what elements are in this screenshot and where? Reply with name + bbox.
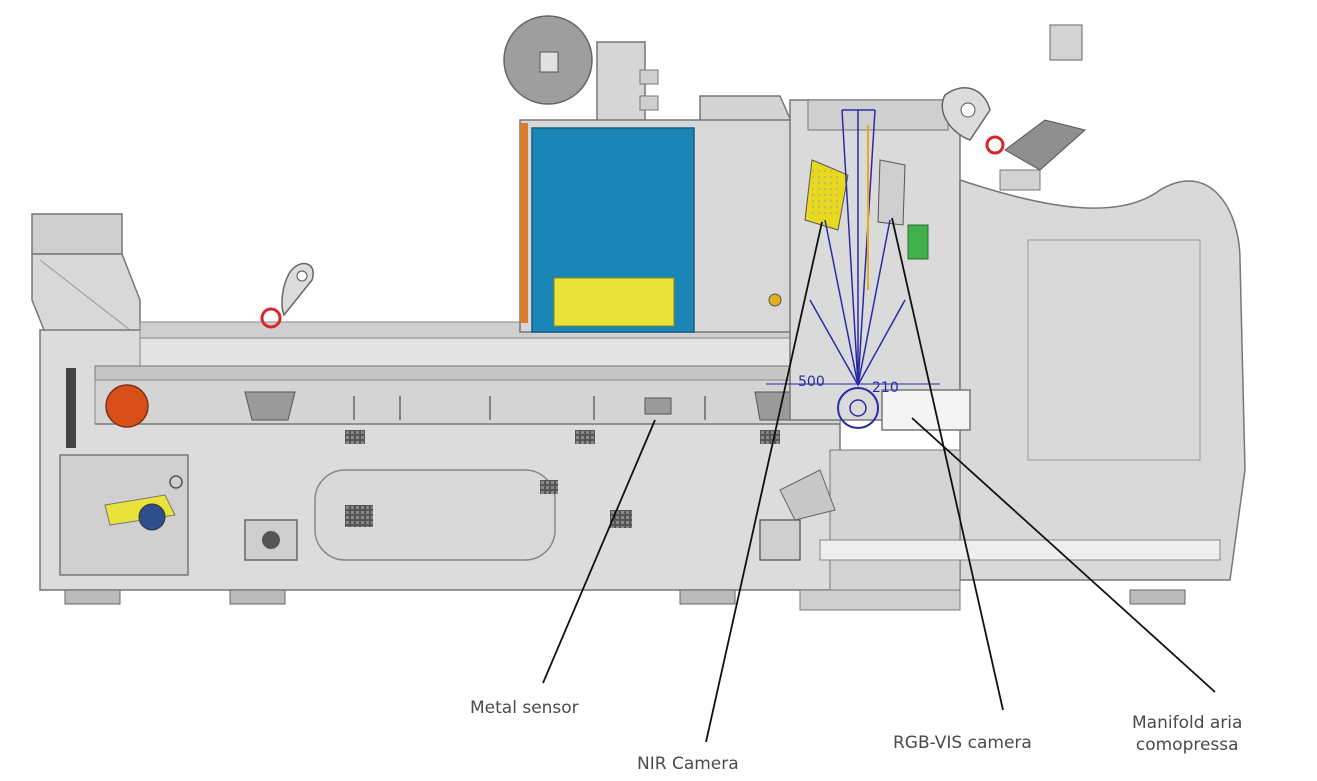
- dimension-500: 500: [798, 374, 825, 390]
- leader-metal-sensor: [542, 419, 656, 684]
- callout-manifold-line2: comopressa: [1135, 735, 1239, 755]
- leader-rgb-camera: [891, 217, 1004, 711]
- leader-lines: [542, 217, 1216, 743]
- callout-nir-camera: NIR Camera: [637, 754, 739, 774]
- callout-manifold: Manifold aria comopressa: [1132, 712, 1242, 756]
- sorting-chamber: [759, 24, 1246, 611]
- leader-manifold: [911, 417, 1216, 693]
- callout-manifold-line1: Manifold aria: [1132, 713, 1243, 733]
- dimension-210: 210: [872, 380, 899, 396]
- electrical-cabinet: [503, 15, 799, 333]
- conveyor-frame: [39, 321, 1186, 605]
- callout-metal-sensor: Metal sensor: [470, 698, 579, 718]
- leader-nir-camera: [705, 221, 823, 743]
- optics-housing: [766, 99, 961, 429]
- callout-rgb-camera: RGB-VIS camera: [893, 733, 1032, 753]
- lifting-hook-left: [260, 262, 314, 329]
- inlet-hopper: [31, 213, 141, 341]
